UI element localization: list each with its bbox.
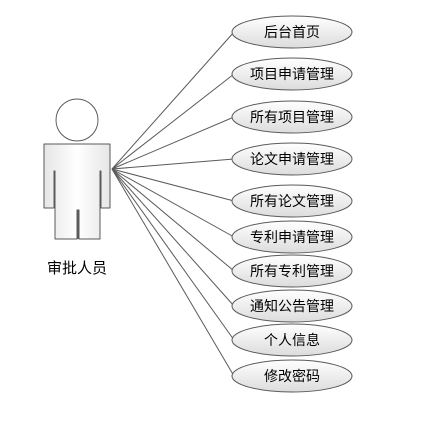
association-line (111, 168, 235, 307)
use-case: 后台首页 (231, 15, 353, 49)
association-line (111, 158, 235, 170)
use-case: 修改密码 (231, 359, 353, 393)
use-case-label: 个人信息 (264, 332, 320, 349)
association-line (111, 31, 235, 170)
association-line (111, 73, 235, 170)
use-case-label: 所有专利管理 (250, 264, 334, 280)
use-case: 项目申请管理 (231, 57, 353, 91)
association-line (111, 168, 235, 238)
use-case-ellipse (231, 100, 353, 134)
use-case-label: 通知公告管理 (250, 298, 334, 315)
use-case: 通知公告管理 (231, 289, 353, 323)
association-line (111, 168, 235, 202)
use-case-label: 后台首页 (264, 25, 320, 41)
use-case-ellipse (231, 220, 353, 254)
use-case-ellipse (231, 142, 353, 176)
use-case-label: 项目申请管理 (250, 67, 334, 83)
use-case-ellipse (231, 184, 353, 218)
actor-head (55, 98, 99, 142)
use-case-label: 修改密码 (264, 368, 320, 385)
actor-figure (43, 98, 111, 240)
association-line (111, 168, 235, 341)
use-case-list: 后台首页项目申请管理所有项目管理论文申请管理所有论文管理专利申请管理所有专利管理… (231, 15, 353, 393)
use-case-label: 所有论文管理 (250, 194, 334, 210)
use-case-ellipse (231, 15, 353, 49)
association-lines (111, 31, 235, 377)
use-case: 所有项目管理 (231, 100, 353, 134)
association-line (111, 168, 235, 377)
use-case-ellipse (231, 359, 353, 393)
use-case: 所有论文管理 (231, 184, 353, 218)
actor-label: 审批人员 (47, 259, 107, 277)
use-case-label: 所有项目管理 (250, 110, 334, 126)
use-case-ellipse (231, 57, 353, 91)
use-case: 所有专利管理 (231, 254, 353, 288)
use-case: 论文申请管理 (231, 142, 353, 176)
association-line (111, 168, 235, 272)
use-case-label: 论文申请管理 (250, 152, 334, 168)
association-line (111, 116, 235, 170)
use-case-label: 专利申请管理 (250, 230, 334, 246)
use-case-ellipse (231, 323, 353, 357)
use-case-ellipse (231, 289, 353, 323)
use-case-ellipse (231, 254, 353, 288)
use-case: 专利申请管理 (231, 220, 353, 254)
use-case: 个人信息 (231, 323, 353, 357)
